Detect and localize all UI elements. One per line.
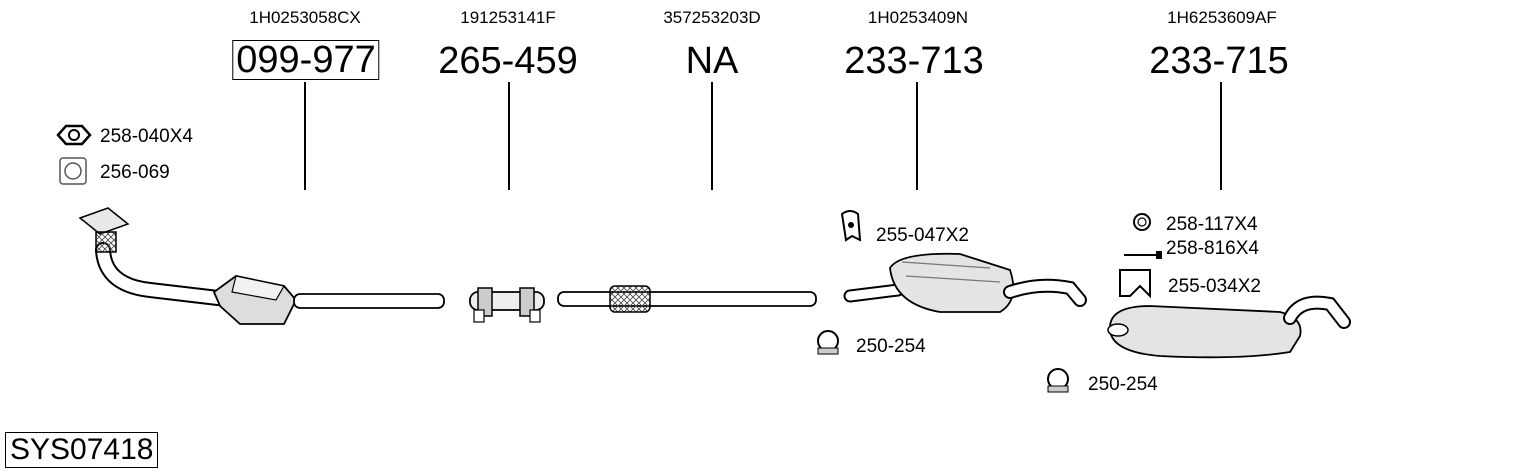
part-number-catalytic[interactable]: 099-977	[232, 40, 380, 80]
pipe-clamp-icon	[817, 330, 839, 355]
oem-number-1: 1H0253058CX	[249, 8, 361, 27]
rear-clamp-icon	[1047, 368, 1069, 393]
label-hanger-rear[interactable]: 255-034X2	[1168, 276, 1261, 297]
leader-line-5	[1220, 82, 1222, 190]
label-clamp-rear[interactable]: 250-254	[1088, 374, 1158, 395]
oem-number-5: 1H6253609AF	[1167, 8, 1277, 27]
label-gasket[interactable]: 256-069	[100, 162, 170, 183]
rear-hanger-icon	[1119, 269, 1151, 299]
leader-line-2	[508, 82, 510, 190]
leader-line-3	[711, 82, 713, 190]
rear-silencer-part[interactable]	[1107, 295, 1351, 359]
leader-line-1	[304, 82, 306, 190]
leader-line-4	[916, 82, 918, 190]
hex-nut-icon	[56, 124, 92, 146]
part-number-middle-silencer[interactable]: 233-713	[844, 40, 984, 82]
middle-silencer-part[interactable]	[843, 252, 1087, 313]
rubber-hanger-icon	[840, 210, 862, 242]
part-number-rear-silencer[interactable]: 233-715	[1149, 40, 1289, 82]
sleeve-connector-part[interactable]	[469, 287, 545, 323]
bolt-icon	[1124, 251, 1162, 259]
oem-number-2: 191253141F	[460, 8, 556, 27]
label-bolt-rear[interactable]: 258-816X4	[1166, 238, 1259, 259]
catalytic-converter-part[interactable]	[78, 207, 445, 325]
label-ring-rear[interactable]: 258-117X4	[1166, 214, 1258, 235]
part-number-front-pipe[interactable]: NA	[685, 40, 739, 82]
gasket-icon	[59, 157, 87, 185]
ring-icon	[1133, 213, 1151, 231]
front-pipe-part[interactable]	[557, 285, 817, 313]
system-code: SYS07418	[5, 432, 159, 468]
oem-number-3: 357253203D	[663, 8, 761, 27]
label-nut-set[interactable]: 258-040X4	[100, 126, 193, 147]
oem-number-4: 1H0253409N	[867, 8, 969, 27]
part-number-sleeve[interactable]: 265-459	[438, 40, 578, 82]
label-hanger-mid[interactable]: 255-047X2	[876, 225, 969, 246]
label-clamp-mid[interactable]: 250-254	[856, 336, 926, 357]
